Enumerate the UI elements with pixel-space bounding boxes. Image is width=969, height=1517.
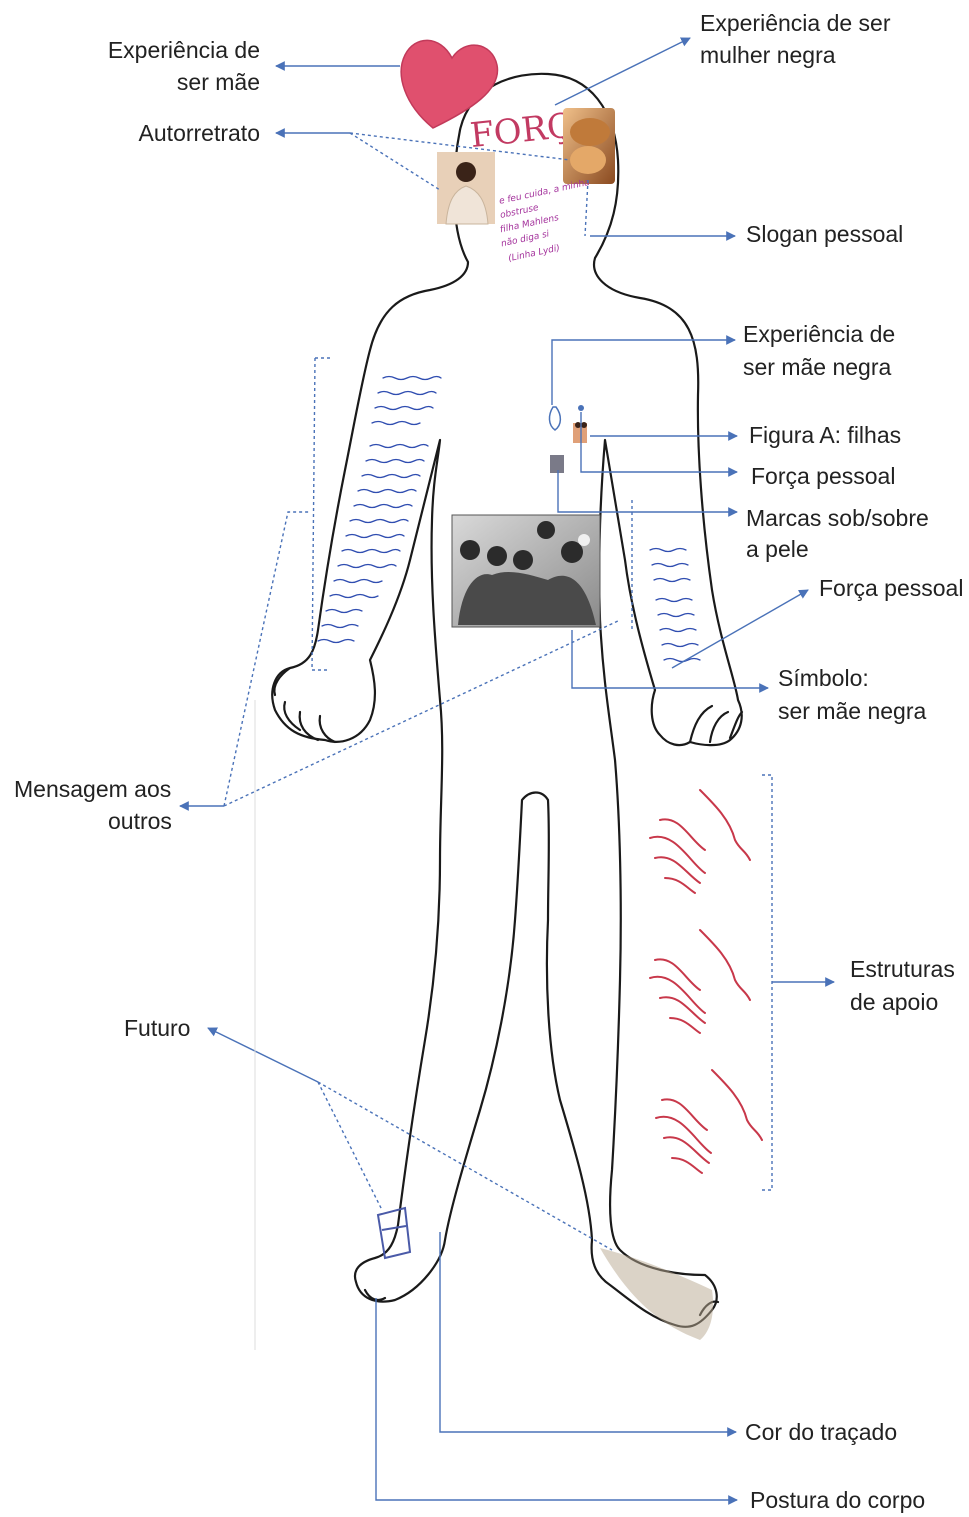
label-futuro: Futuro [124,1015,190,1041]
arrow-marcas [558,470,737,512]
label-mae-negra-1: Experiência de [743,321,895,347]
support-hands-drawing [650,790,762,1173]
arrow-futuro [208,1028,318,1082]
foot-shading [600,1248,713,1340]
label-simbolo-1: Símbolo: [778,665,869,691]
diagram-labels: Experiência de ser mãe Autorretrato Expe… [14,10,963,1513]
svg-text:(Linha Lydi): (Linha Lydi) [507,243,560,264]
slogan-scribble: e feu cuida, a minha obstruse filha Mahl… [491,178,602,265]
label-marcas-1: Marcas sob/sobre [746,505,929,531]
label-estruturas-2: de apoio [850,989,938,1015]
label-mulher-negra-2: mulher negra [700,42,836,68]
label-postura-corpo: Postura do corpo [750,1487,925,1513]
label-slogan: Slogan pessoal [746,221,903,247]
label-mensagem-1: Mensagem aos [14,776,171,802]
label-mae-negra-2: ser mãe negra [743,354,892,380]
arrow-mulher-negra [555,38,690,105]
foot-symbol [378,1208,410,1258]
label-estruturas-1: Estruturas [850,956,955,982]
connector-lines [180,38,834,1500]
label-forca-pessoal-2: Força pessoal [819,575,963,601]
label-marcas-2: a pele [746,536,809,562]
group-photo [452,515,600,627]
arrow-mae-negra [552,340,735,405]
label-mulher-negra-1: Experiência de ser [700,10,891,36]
self-portrait-photo [437,152,495,224]
right-arm-writing [650,549,700,662]
label-figura-filhas: Figura A: filhas [749,422,901,448]
label-cor-tracado: Cor do traçado [745,1419,897,1445]
label-simbolo-2: ser mãe negra [778,698,927,724]
label-forca-pessoal-1: Força pessoal [751,463,895,489]
label-mensagem-2: outros [108,808,172,834]
body-outline [272,74,742,1327]
label-autorretrato: Autorretrato [139,120,260,146]
label-experiencia-mae-1: Experiência de [108,37,260,63]
black-woman-photo [563,108,615,184]
svg-text:e feu cuida, a minha: e feu cuida, a minha [498,178,590,207]
label-experiencia-mae-2: ser mãe [177,69,260,95]
